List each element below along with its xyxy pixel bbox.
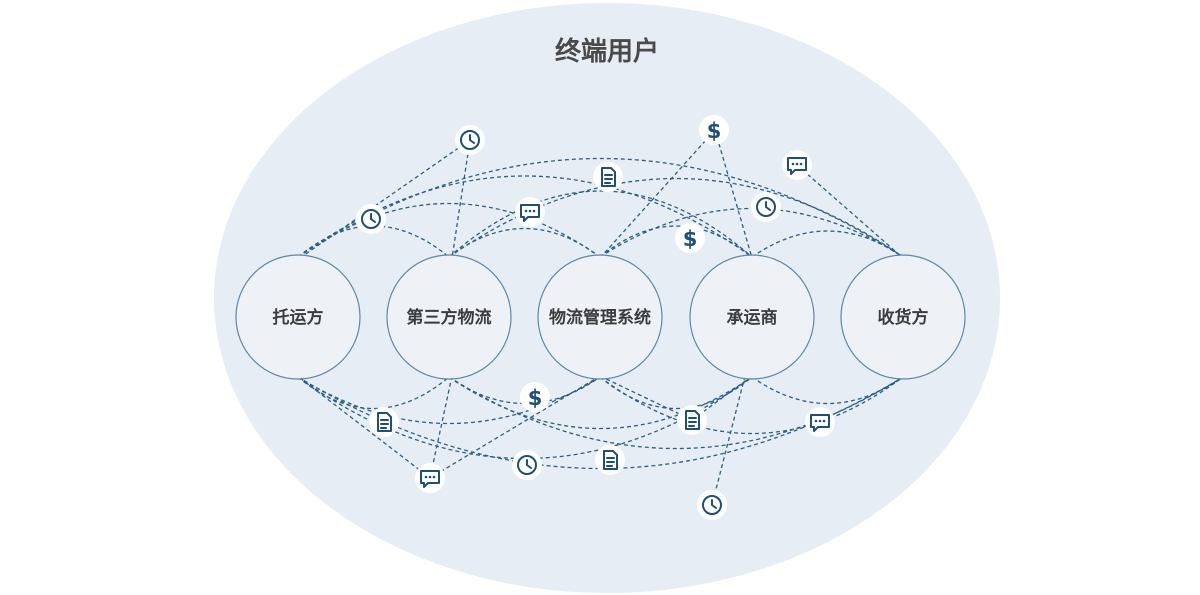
clock-icon bbox=[697, 490, 727, 520]
connection-diagonal-7 bbox=[711, 375, 746, 506]
clock-icon bbox=[512, 450, 542, 480]
connection-diagonal-10 bbox=[599, 375, 693, 421]
clock-icon bbox=[356, 204, 386, 234]
dollar-glyph: $ bbox=[707, 119, 722, 143]
connection-line-t1 bbox=[297, 202, 601, 258]
dollar-icon: $ bbox=[520, 382, 550, 412]
node-lms: 物流管理系统 bbox=[537, 254, 663, 380]
dollar-glyph: $ bbox=[528, 386, 543, 410]
document-icon bbox=[677, 405, 707, 435]
node-label: 承运商 bbox=[727, 307, 778, 328]
node-label: 物流管理系统 bbox=[549, 307, 651, 328]
chat-icon bbox=[805, 407, 835, 437]
document-icon bbox=[369, 407, 399, 437]
dollar-glyph: $ bbox=[683, 227, 698, 251]
node-label: 托运方 bbox=[273, 307, 324, 328]
node-3pl: 第三方物流 bbox=[386, 254, 512, 380]
connection-line-b8 bbox=[599, 376, 904, 434]
node-label: 第三方物流 bbox=[407, 307, 492, 328]
connection-diagonal-5 bbox=[429, 375, 453, 479]
node-consignee: 收货方 bbox=[840, 254, 966, 380]
connection-line-t5 bbox=[448, 190, 753, 258]
node-shipper: 托运方 bbox=[235, 254, 361, 380]
chat-icon bbox=[515, 197, 545, 227]
connection-line-t6 bbox=[448, 177, 904, 258]
node-circle bbox=[386, 254, 512, 380]
connection-line-b9 bbox=[751, 376, 904, 405]
connection-diagonal-9 bbox=[299, 377, 431, 479]
connection-line-b1 bbox=[297, 376, 601, 425]
node-circle bbox=[235, 254, 361, 380]
connection-line-b6 bbox=[448, 376, 904, 450]
connection-diagonal-3 bbox=[599, 129, 716, 259]
chat-icon bbox=[415, 463, 445, 493]
document-icon bbox=[593, 162, 623, 192]
node-circle bbox=[840, 254, 966, 380]
connection-line-t9 bbox=[751, 230, 904, 258]
node-label: 收货方 bbox=[878, 307, 929, 328]
connection-diagonal-0 bbox=[451, 139, 471, 259]
chat-icon bbox=[782, 150, 812, 180]
dashed-links bbox=[297, 129, 904, 506]
connection-diagonal-8 bbox=[691, 375, 753, 421]
connection-diagonal-2 bbox=[714, 129, 753, 259]
flow-icons: $ $ $ bbox=[356, 115, 835, 520]
clock-icon bbox=[751, 192, 781, 222]
connection-line-t3 bbox=[297, 157, 904, 258]
node-circle bbox=[537, 254, 663, 380]
diagram-title: 终端用户 bbox=[555, 36, 659, 67]
document-icon bbox=[595, 445, 625, 475]
connection-line-b5 bbox=[448, 376, 753, 430]
participant-nodes: 托运方 第三方物流 物流管理系统 承运商 收货方 bbox=[235, 254, 966, 380]
dollar-icon: $ bbox=[699, 115, 729, 145]
node-circle bbox=[689, 254, 815, 380]
connection-line-t7 bbox=[599, 225, 753, 258]
node-carrier: 承运商 bbox=[689, 254, 815, 380]
connection-diagonal-6 bbox=[429, 375, 601, 479]
clock-icon bbox=[455, 125, 485, 155]
connection-diagonal-4 bbox=[796, 164, 904, 259]
dollar-icon: $ bbox=[675, 223, 705, 253]
